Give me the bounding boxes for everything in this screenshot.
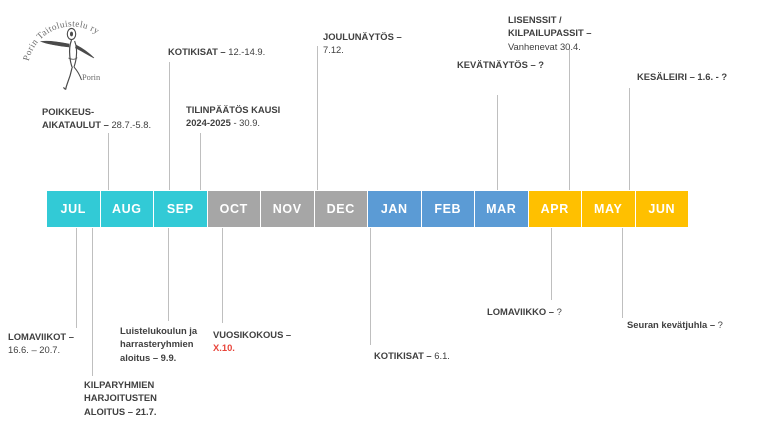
lomaviikot-title: LOMAVIIKOT – — [8, 331, 74, 342]
month-label-nov: NOV — [272, 202, 302, 216]
tilinpaatos-date: - 30.9. — [230, 117, 261, 129]
connector-lisenssit — [569, 48, 570, 191]
lomaviikko-title: LOMAVIIKKO – — [487, 306, 555, 317]
event-label-seuran-kevatjuhla: Seuran kevätjuhla – ? — [627, 318, 723, 331]
event-label-tilinpaatos: TILINPÄÄTÖS KAUSI 2024-2025 - 30.9. — [186, 103, 280, 130]
kilparyhmien-line2: HARJOITUSTEN — [84, 392, 157, 404]
event-label-lomaviikot: LOMAVIIKOT – 16.6. – 20.7. — [8, 330, 74, 357]
joulunaytos-title: JOULUNÄYTÖS – — [323, 31, 402, 42]
month-label-may: MAY — [594, 202, 623, 216]
tilinpaatos-line1: TILINPÄÄTÖS KAUSI — [186, 104, 281, 115]
connector-kesaleiri — [629, 88, 630, 191]
skater-logo-icon: Porin Taitoluistelu ry Porin — [21, 18, 101, 91]
month-mar[interactable]: MAR — [475, 191, 529, 227]
event-label-joulunaytos: JOULUNÄYTÖS – 7.12. — [323, 30, 402, 57]
joulunaytos-date: 7.12. — [323, 44, 344, 56]
timeline-month-bar: JUL AUG SEP OCT NOV DEC JAN FEB MAR APR … — [46, 190, 689, 228]
month-nov[interactable]: NOV — [261, 191, 315, 227]
poikkeus-aikataulut-date: 28.7.-5.8. — [108, 119, 152, 131]
vuosikokous-date: X.10. — [213, 342, 235, 354]
month-label-dec: DEC — [326, 202, 355, 216]
luistelukoulu-line3: aloitus – 9.9. — [120, 351, 177, 363]
kotikisat-syys-date: 12.-14.9. — [225, 46, 266, 57]
month-feb[interactable]: FEB — [421, 191, 475, 227]
connector-poikkeus-aikataulut — [108, 133, 109, 191]
month-label-jul: JUL — [60, 202, 86, 216]
connector-seuran-kevatjuhla — [622, 228, 623, 318]
month-apr[interactable]: APR — [528, 191, 582, 227]
event-label-lisenssit: LISENSSIT / KILPAILUPASSIT – Vanhenevat … — [508, 13, 592, 53]
connector-joulunaytos — [317, 46, 318, 191]
kotikisat-tammi-title: KOTIKISAT – — [374, 350, 432, 361]
month-jan[interactable]: JAN — [368, 191, 422, 227]
month-dec[interactable]: DEC — [314, 191, 368, 227]
luistelukoulu-line1: Luistelukoulun ja — [120, 325, 198, 336]
event-label-lomaviikko: LOMAVIIKKO – ? — [487, 305, 562, 318]
event-label-kilparyhmien-aloitus: KILPARYHMIEN HARJOITUSTEN ALOITUS – 21.7… — [84, 378, 157, 418]
event-label-poikkeus-aikataulut: POIKKEUS- AIKATAULUT – 28.7.-5.8. — [42, 105, 151, 132]
month-aug[interactable]: AUG — [100, 191, 154, 227]
month-label-oct: OCT — [219, 202, 248, 216]
lomaviikot-date: 16.6. – 20.7. — [8, 344, 61, 356]
logo-sub-text: Porin — [82, 73, 101, 82]
poikkeus-aikataulut-line2: AIKATAULUT – — [42, 119, 109, 131]
event-label-luistelukoulu-aloitus: Luistelukoulun ja harrasteryhmien aloitu… — [120, 324, 197, 364]
connector-lomaviikko — [551, 228, 552, 300]
kesaleiri-title: KESÄLEIRI – 1.6. - ? — [637, 71, 728, 82]
kilparyhmien-line1: KILPARYHMIEN — [84, 379, 155, 390]
month-may[interactable]: MAY — [582, 191, 636, 227]
seuran-kevatjuhla-title: Seuran kevätjuhla – — [627, 319, 716, 330]
event-label-kotikisat-tammi: KOTIKISAT – 6.1. — [374, 349, 450, 362]
connector-lomaviikot — [76, 228, 77, 328]
poikkeus-aikataulut-line1: POIKKEUS- — [42, 106, 95, 117]
lisenssit-line2: KILPAILUPASSIT – — [508, 27, 592, 39]
month-label-feb: FEB — [434, 202, 462, 216]
kotikisat-tammi-date: 6.1. — [431, 350, 450, 361]
kilparyhmien-line3: ALOITUS – 21.7. — [84, 405, 157, 417]
connector-kotikisat-tammi — [370, 228, 371, 345]
lisenssit-expiry: Vanhenevat 30.4. — [508, 40, 581, 52]
event-label-kotikisat-syys: KOTIKISAT – 12.-14.9. — [168, 45, 265, 58]
lisenssit-line1: LISENSSIT / — [508, 14, 562, 25]
tilinpaatos-years: 2024-2025 — [186, 117, 231, 129]
event-label-vuosikokous: VUOSIKOKOUS – X.10. — [213, 328, 291, 355]
month-label-jun: JUN — [648, 202, 676, 216]
month-label-apr: APR — [540, 202, 569, 216]
club-logo: Porin Taitoluistelu ry Porin — [14, 4, 126, 96]
month-label-aug: AUG — [111, 202, 142, 216]
luistelukoulu-line2: harrasteryhmien — [120, 338, 194, 350]
month-label-sep: SEP — [166, 202, 194, 216]
kevatnaytos-title: KEVÄTNÄYTÖS – ? — [457, 59, 544, 70]
seuran-kevatjuhla-date: ? — [715, 319, 723, 330]
month-jul[interactable]: JUL — [47, 191, 101, 227]
kotikisat-syys-title: KOTIKISAT – — [168, 46, 226, 57]
event-label-kesaleiri: KESÄLEIRI – 1.6. - ? — [637, 70, 727, 83]
lomaviikko-date: ? — [554, 306, 562, 317]
month-jun[interactable]: JUN — [635, 191, 688, 227]
connector-kotikisat-syys — [169, 62, 170, 191]
connector-luistelukoulu-aloitus — [168, 228, 169, 321]
month-oct[interactable]: OCT — [207, 191, 261, 227]
vuosikokous-title: VUOSIKOKOUS – — [213, 329, 292, 340]
event-label-kevatnaytos: KEVÄTNÄYTÖS – ? — [457, 58, 544, 71]
month-label-jan: JAN — [380, 202, 408, 216]
connector-kilparyhmien-aloitus — [92, 228, 93, 376]
month-label-mar: MAR — [486, 202, 517, 216]
connector-tilinpaatos — [200, 133, 201, 191]
connector-vuosikokous — [222, 228, 223, 323]
month-sep[interactable]: SEP — [154, 191, 208, 227]
connector-kevatnaytos — [497, 95, 498, 191]
